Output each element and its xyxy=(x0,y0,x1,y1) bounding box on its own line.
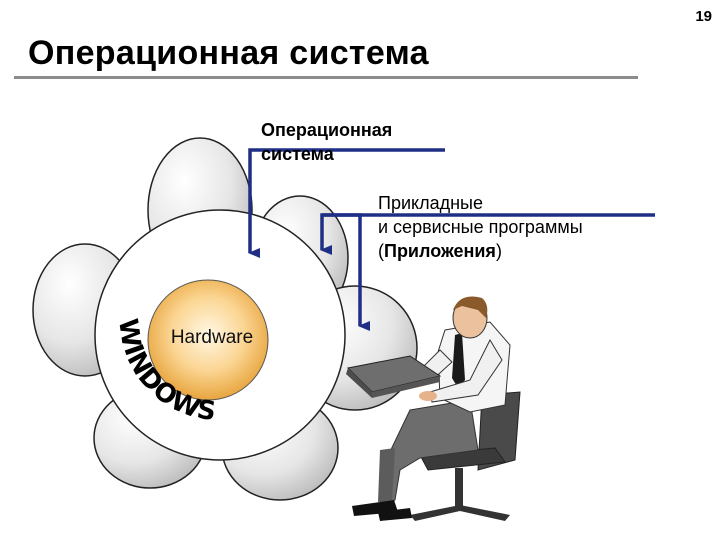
apps-label-open-paren: ( xyxy=(378,241,384,261)
os-label: Операционная система xyxy=(261,118,392,166)
apps-arrow-2 xyxy=(322,213,370,331)
os-label-line2: система xyxy=(261,144,334,164)
slide-title: Операционная система xyxy=(28,34,429,72)
apps-label: Прикладные и сервисные программы (Прилож… xyxy=(378,191,583,263)
apps-label-close-paren: ) xyxy=(495,241,502,261)
apps-label-bold: Приложения xyxy=(384,241,496,261)
page-number: 19 xyxy=(695,8,712,25)
hardware-label: Hardware xyxy=(171,327,253,348)
computer-user-clipart xyxy=(346,296,521,521)
apps-label-line3: (Приложения) xyxy=(378,239,583,263)
hardware-core xyxy=(147,279,269,401)
apps-label-line1: Прикладные xyxy=(378,193,483,213)
os-arrow xyxy=(248,148,445,258)
apps-label-line2: и сервисные программы xyxy=(378,217,583,237)
os-label-line1: Операционная xyxy=(261,120,393,140)
title-divider xyxy=(14,76,638,79)
